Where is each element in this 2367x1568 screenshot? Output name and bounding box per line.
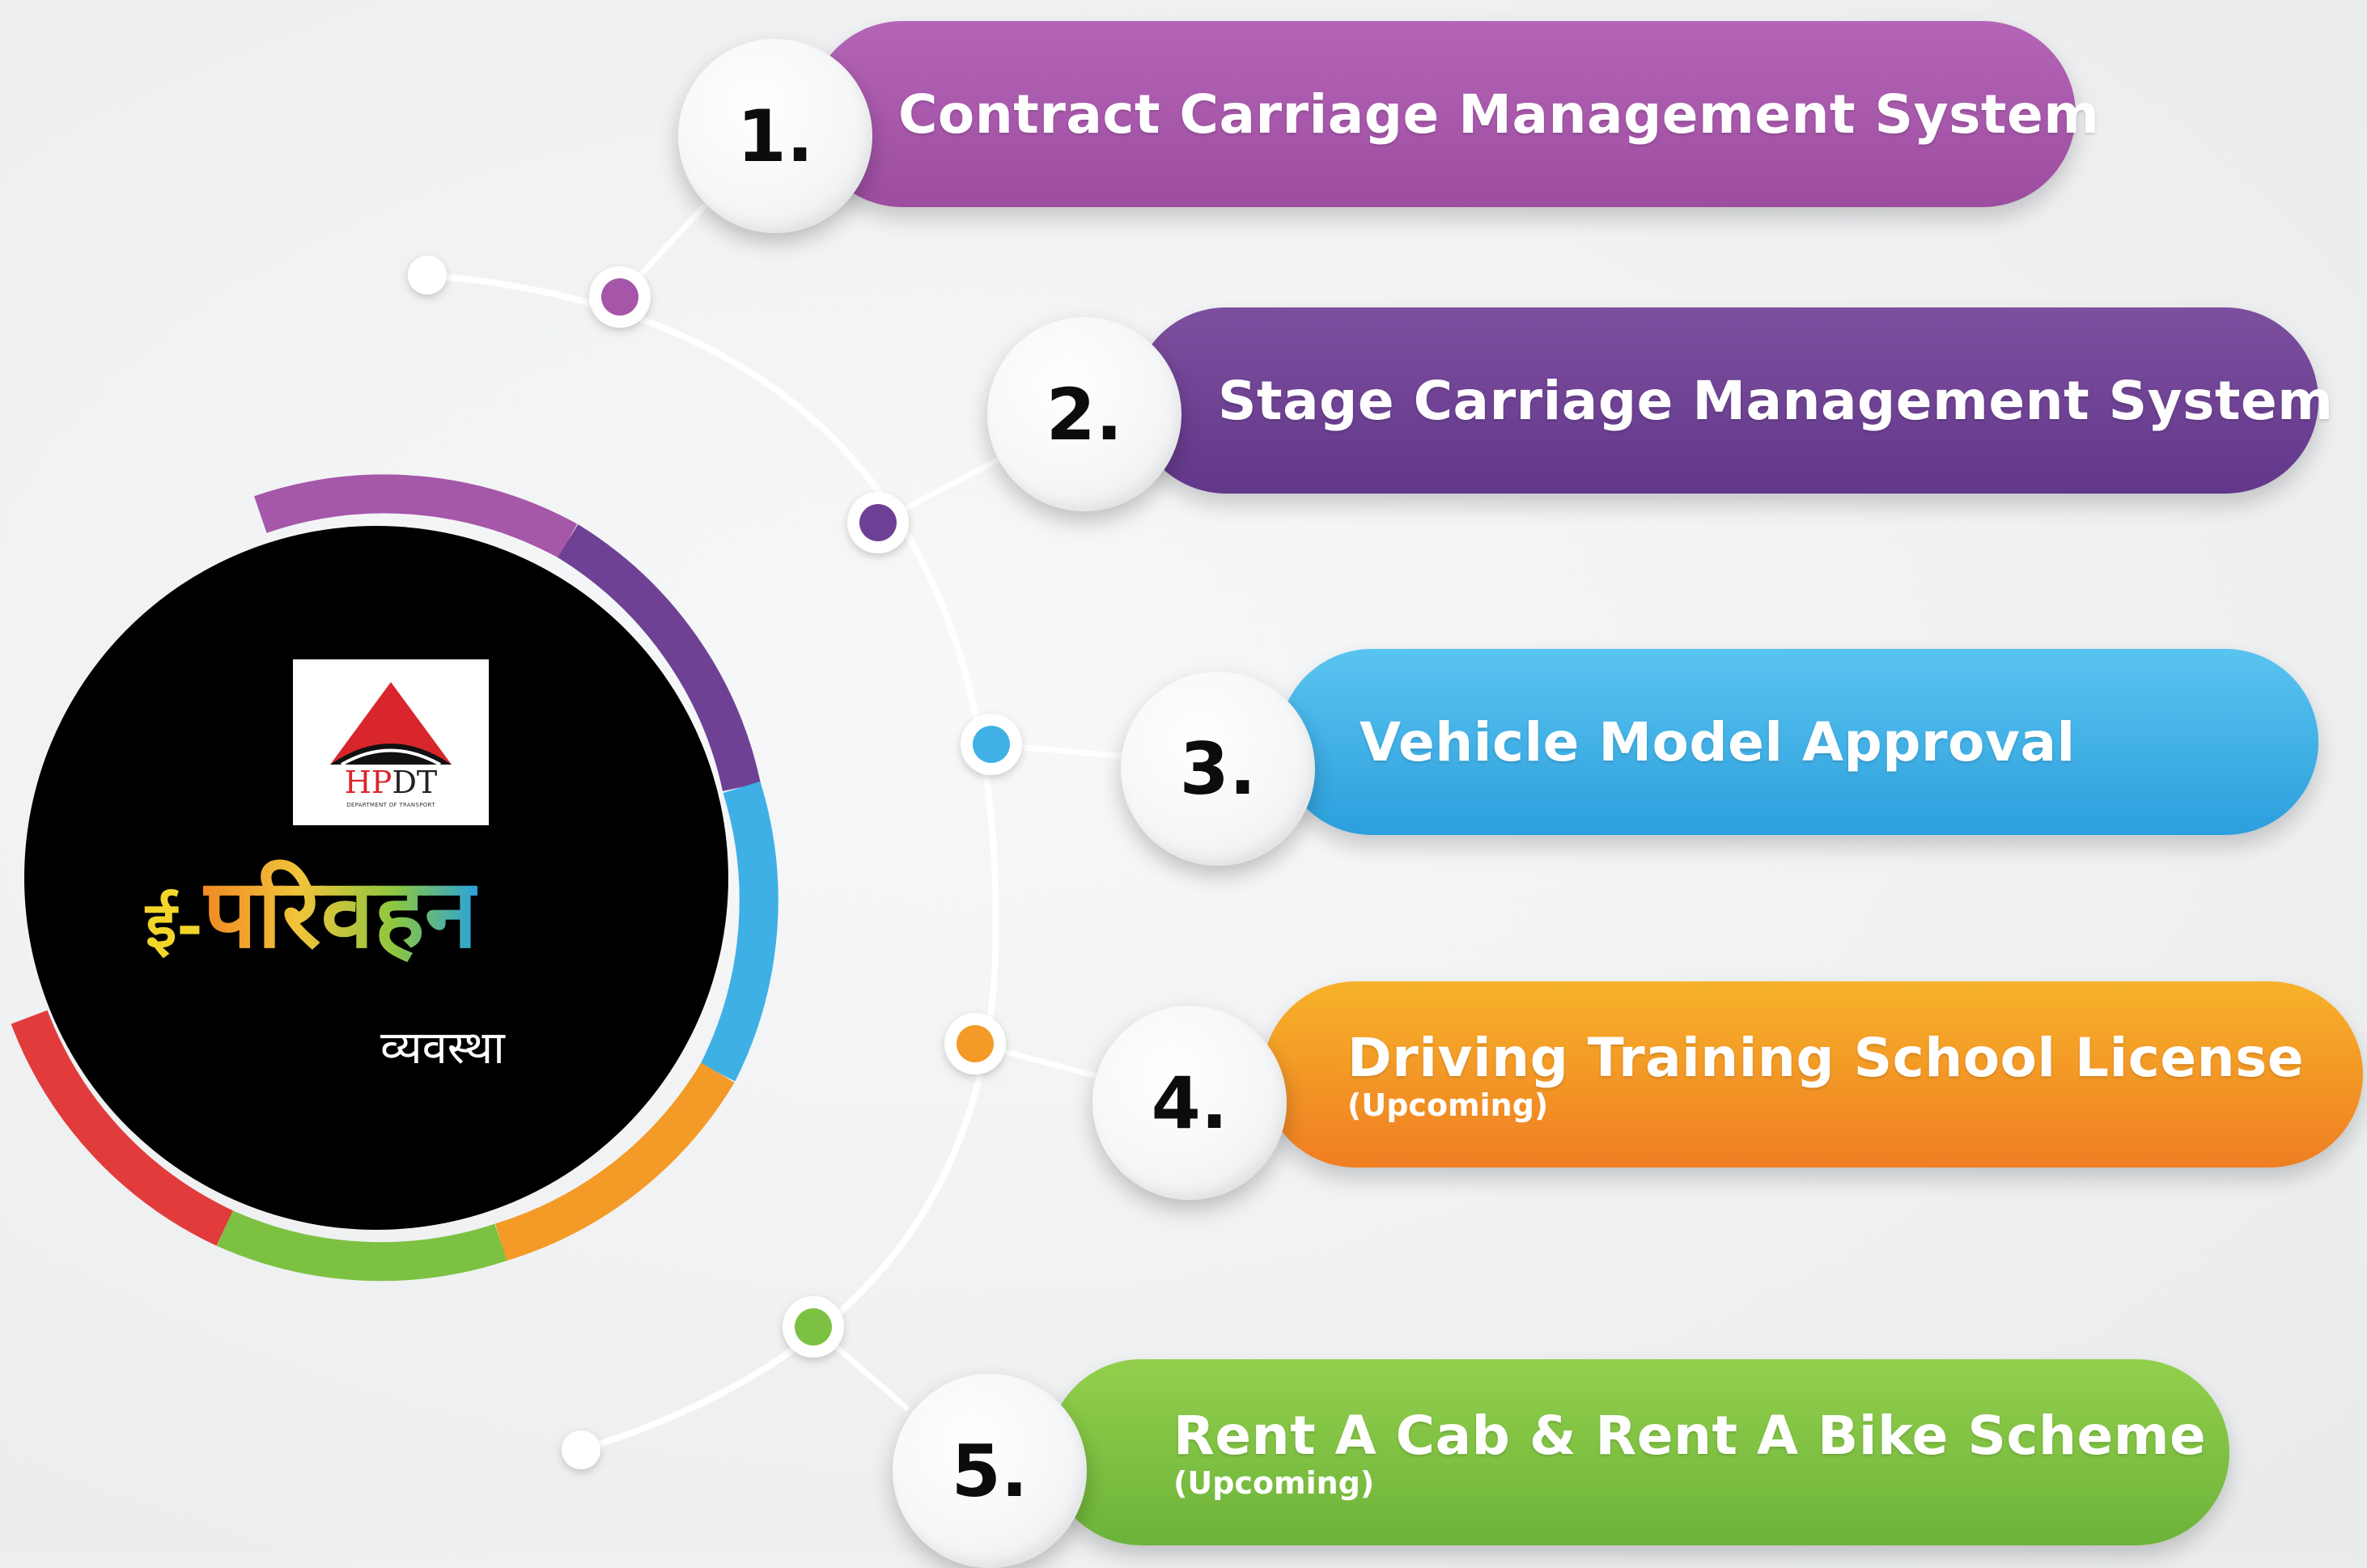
service-status: (Upcoming) [1173, 1464, 1375, 1501]
logo-subtitle: व्यवस्था [380, 1022, 505, 1074]
hpdt-caption: DEPARTMENT OF TRANSPORT [346, 802, 435, 808]
ring-segment-blue [700, 781, 778, 1082]
service-label: Contract Carriage Management System [898, 83, 2100, 146]
service-pill-contract-carriage[interactable]: Contract Carriage Management System [809, 21, 2100, 207]
service-label: Driving Training School License [1347, 1026, 2305, 1089]
service-pill-driving-training-school[interactable]: Driving Training School License (Upcomin… [1262, 981, 2363, 1168]
logo-title-main: परिवहन [202, 857, 478, 969]
hpdt-triangle-icon [330, 682, 452, 766]
step-number-4: 4. [1092, 1006, 1287, 1200]
node-3 [961, 714, 1022, 775]
service-status: (Upcoming) [1347, 1087, 1549, 1123]
service-label: Rent A Cab & Rent A Bike Scheme [1173, 1404, 2207, 1467]
service-label: Vehicle Model Approval [1360, 710, 2076, 773]
step-number-3: 3. [1121, 672, 1315, 866]
step-number-2: 2. [987, 317, 1181, 511]
step-number-1: 1. [678, 39, 872, 233]
service-label: Stage Carriage Management System [1218, 369, 2334, 432]
ring-segment-green [216, 1210, 507, 1282]
logo-title: ई-परिवहन [146, 866, 477, 961]
logo-title-prefix: ई- [146, 888, 203, 962]
service-pill-vehicle-model-approval[interactable]: Vehicle Model Approval [1279, 649, 2318, 835]
arc-end-top [408, 256, 447, 295]
step-number-5: 5. [893, 1374, 1087, 1568]
ring-segment-orange [494, 1062, 735, 1261]
node-5 [783, 1296, 844, 1358]
logo-disc: HPDT DEPARTMENT OF TRANSPORT ई-परिवहन व्… [24, 526, 728, 1230]
ring-segment-purple [254, 474, 578, 558]
ring-segment-red [11, 1010, 233, 1246]
service-pill-rent-a-cab[interactable]: Rent A Cab & Rent A Bike Scheme (Upcomin… [1048, 1359, 2229, 1545]
node-4 [944, 1013, 1006, 1074]
node-1 [589, 266, 651, 328]
service-pill-stage-carriage[interactable]: Stage Carriage Management System [1133, 307, 2334, 494]
node-2 [847, 492, 909, 553]
hpdt-wordmark: HPDT [344, 765, 438, 800]
logo-ring [11, 474, 778, 1282]
hpdt-logo: HPDT DEPARTMENT OF TRANSPORT [293, 659, 489, 825]
arc-end-bottom [562, 1430, 600, 1469]
ring-segment-violet [558, 524, 761, 791]
